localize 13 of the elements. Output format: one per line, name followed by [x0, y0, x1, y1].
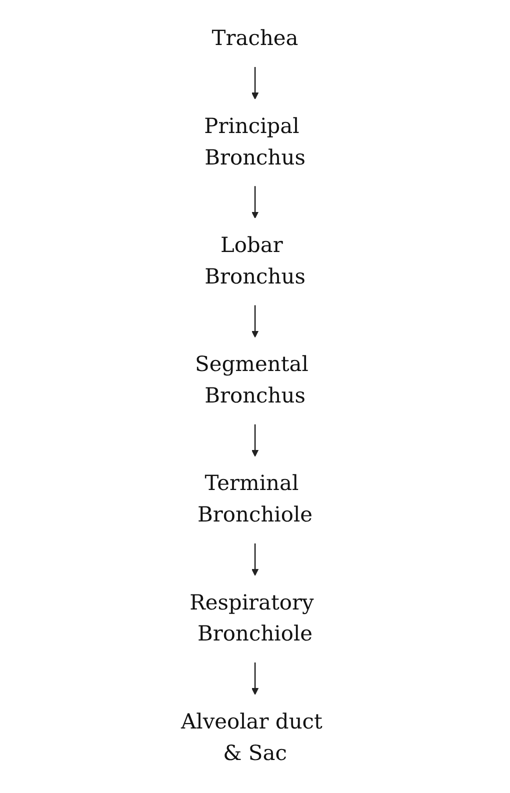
arrow [251, 662, 259, 695]
arrow [251, 543, 259, 576]
node-text: Segmental Bronchus [194, 352, 308, 408]
arrow [251, 424, 259, 457]
node-text: Trachea [212, 26, 298, 51]
arrow [251, 186, 259, 219]
arrow [251, 66, 259, 100]
node-text: Alveolar duct & Sac [180, 710, 322, 766]
arrow [251, 305, 259, 338]
node-text: Terminal Bronchiole [197, 472, 312, 528]
node-text: Respiratory Bronchiole [190, 590, 314, 646]
node-text: Lobar Bronchus [204, 234, 306, 290]
node-text: Principal Bronchus [204, 114, 306, 170]
